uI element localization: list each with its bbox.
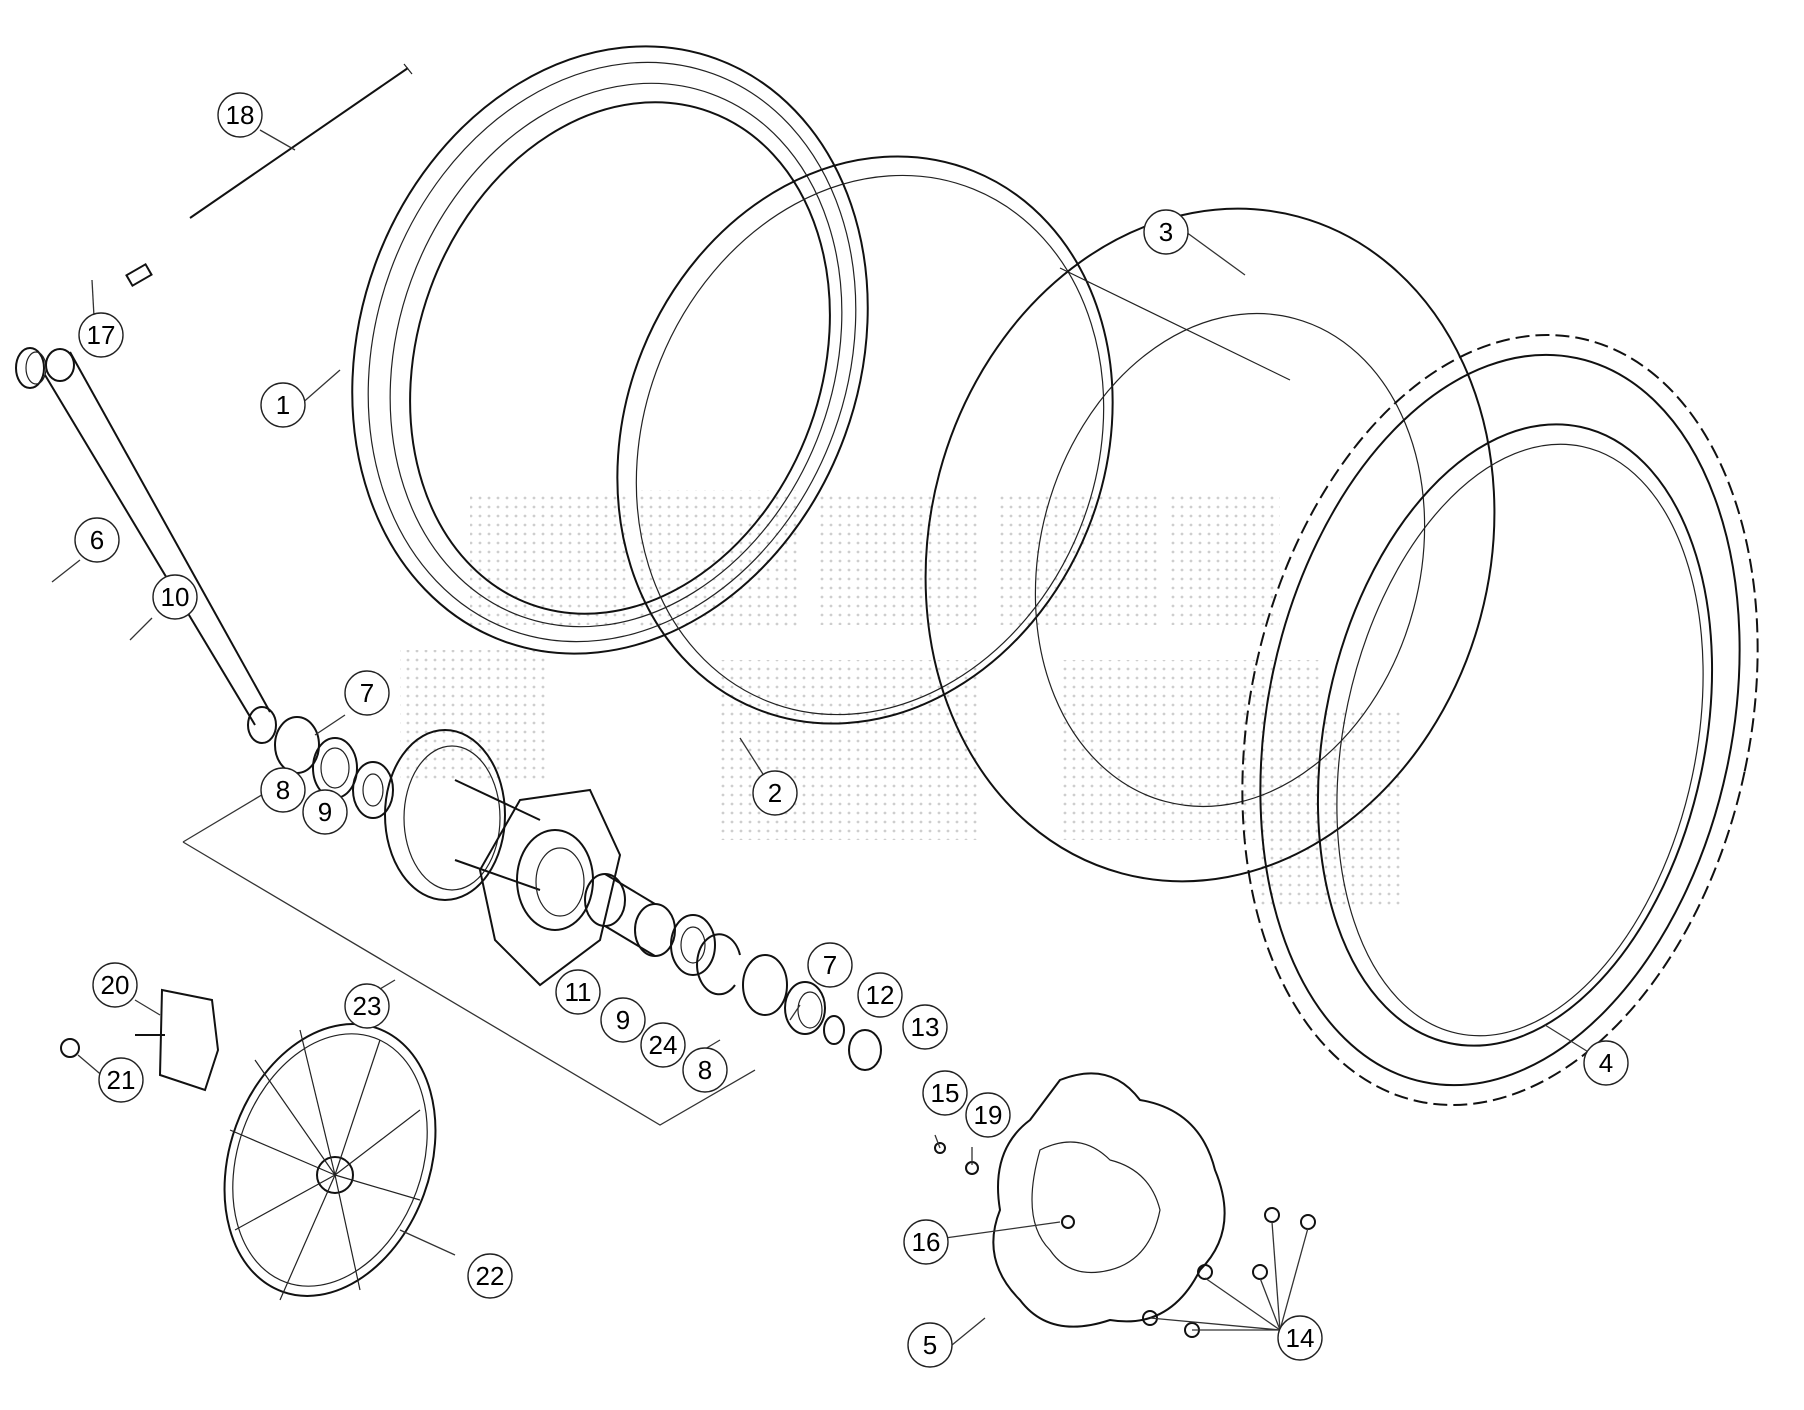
svg-text:18: 18	[226, 100, 255, 130]
brake-disc-part	[992, 1072, 1226, 1328]
callout-10: 10	[152, 574, 198, 620]
callout-9-left: 9	[302, 789, 348, 835]
callout-8-right: 8	[682, 1047, 728, 1093]
callout-6: 6	[74, 517, 120, 563]
svg-text:17: 17	[87, 320, 116, 350]
callout-9-right: 9	[600, 997, 646, 1043]
callout-11: 11	[555, 969, 601, 1015]
svg-text:6: 6	[90, 525, 104, 555]
svg-text:10: 10	[161, 582, 190, 612]
callout-3: 3	[1143, 209, 1189, 255]
svg-text:9: 9	[616, 1005, 630, 1035]
svg-text:8: 8	[276, 775, 290, 805]
callout-20: 20	[92, 962, 138, 1008]
svg-text:19: 19	[974, 1100, 1003, 1130]
callout-7-left: 7	[344, 670, 390, 716]
callout-24: 24	[640, 1022, 686, 1068]
svg-text:15: 15	[931, 1078, 960, 1108]
callout-17: 17	[78, 312, 124, 358]
svg-text:1: 1	[276, 390, 290, 420]
watermark	[400, 490, 1400, 910]
svg-text:7: 7	[823, 950, 837, 980]
svg-text:12: 12	[866, 980, 895, 1010]
hub-part	[384, 729, 622, 987]
callout-13: 13	[902, 1004, 948, 1050]
spoke-part	[189, 63, 413, 219]
callout-18: 18	[217, 92, 263, 138]
spacer-part-11	[584, 873, 676, 957]
callout-7-right: 7	[807, 942, 853, 988]
svg-text:7: 7	[360, 678, 374, 708]
assembled-wheel-part	[223, 1023, 437, 1301]
callout-22: 22	[467, 1253, 513, 1299]
svg-text:22: 22	[476, 1261, 505, 1291]
tire-part	[1241, 333, 1759, 1107]
callout-23: 23	[344, 983, 390, 1029]
svg-text:8: 8	[698, 1055, 712, 1085]
axle-part	[44, 348, 277, 744]
callout-19: 19	[965, 1092, 1011, 1138]
callout-8-left: 8	[260, 767, 306, 813]
fasteners	[934, 1142, 1316, 1338]
inner-tube-part	[924, 207, 1496, 883]
svg-text:16: 16	[912, 1227, 941, 1257]
svg-text:9: 9	[318, 797, 332, 827]
svg-text:23: 23	[353, 991, 382, 1021]
svg-text:24: 24	[649, 1030, 678, 1060]
valve-part	[60, 988, 220, 1092]
svg-text:13: 13	[911, 1012, 940, 1042]
callout-14-a: 14	[1277, 1315, 1323, 1361]
svg-text:11: 11	[565, 977, 592, 1007]
rim-part	[351, 45, 869, 655]
callout-1: 1	[260, 382, 306, 428]
cap-part-6	[15, 347, 47, 389]
callout-4: 4	[1583, 1040, 1629, 1086]
svg-text:2: 2	[768, 778, 782, 808]
callout-12: 12	[857, 972, 903, 1018]
callout-5: 5	[907, 1322, 953, 1368]
callout-2: 2	[752, 770, 798, 816]
callout-16: 16	[903, 1219, 949, 1265]
callout-14-b: 14	[1278, 1316, 1322, 1360]
svg-text:21: 21	[107, 1065, 136, 1095]
nipple-part	[125, 262, 153, 288]
svg-text:5: 5	[923, 1330, 937, 1360]
svg-text:20: 20	[101, 970, 130, 1000]
right-bearing-stack	[670, 914, 882, 1071]
svg-text:4: 4	[1599, 1048, 1613, 1078]
callout-15: 15	[922, 1070, 968, 1116]
rim-tape-part	[616, 155, 1114, 725]
callout-21: 21	[98, 1057, 144, 1103]
svg-text:14: 14	[1286, 1323, 1315, 1353]
svg-text:3: 3	[1159, 217, 1173, 247]
